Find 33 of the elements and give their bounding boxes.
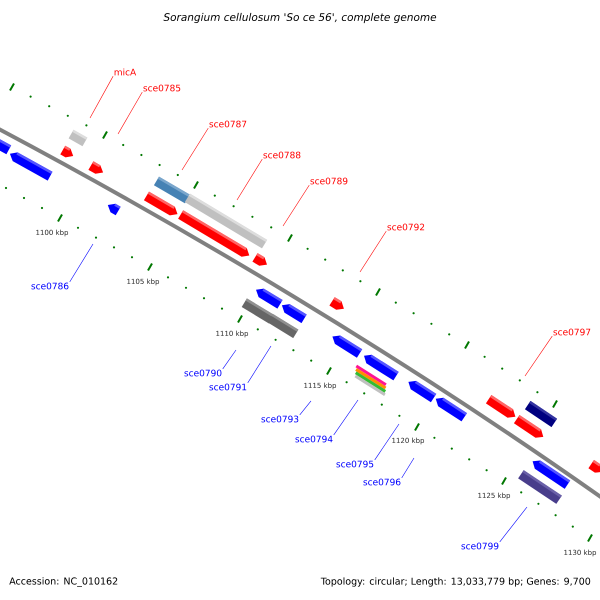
gene-label: sce0787 bbox=[209, 120, 246, 128]
leader-line bbox=[499, 506, 528, 542]
leader-line bbox=[282, 184, 310, 226]
leader-line bbox=[524, 336, 553, 376]
leader-line bbox=[374, 424, 400, 460]
gene-label: sce0793 bbox=[261, 416, 298, 422]
leader-line bbox=[90, 76, 114, 118]
gene-label: sce0792 bbox=[387, 224, 424, 230]
gene-label: micA bbox=[114, 68, 136, 76]
leader-line bbox=[69, 244, 94, 282]
leader-line bbox=[401, 458, 414, 478]
leader-line bbox=[236, 158, 263, 200]
gene-label: sce0799 bbox=[461, 542, 498, 550]
gene-label: sce0790 bbox=[184, 370, 222, 376]
genome-info-text: Topology: circular; Length: 13,033,779 bp; Genes: 9,700 bbox=[320, 577, 590, 587]
gene-label: sce0791 bbox=[209, 384, 246, 390]
gene-label: sce0797 bbox=[553, 328, 590, 336]
leader-line bbox=[360, 230, 387, 272]
leader-line bbox=[333, 400, 358, 436]
gene-label: sce0785 bbox=[143, 84, 180, 92]
gene-label: sce0788 bbox=[263, 152, 300, 158]
gene-label: sce0794 bbox=[295, 436, 333, 442]
leader-line bbox=[182, 128, 209, 170]
accession-text: Accession: NC_010162 bbox=[9, 577, 118, 587]
leader-line bbox=[247, 346, 272, 384]
leader-line bbox=[299, 400, 312, 416]
gene-label: sce0795 bbox=[336, 460, 374, 468]
gene-label: sce0786 bbox=[31, 282, 68, 290]
leader-line bbox=[118, 92, 143, 134]
title: Sorangium cellulosum 'So ce 56', complete genome bbox=[164, 12, 436, 24]
gene-label: sce0796 bbox=[363, 478, 400, 486]
leader-line bbox=[222, 350, 236, 370]
gene-label: sce0789 bbox=[310, 178, 348, 184]
